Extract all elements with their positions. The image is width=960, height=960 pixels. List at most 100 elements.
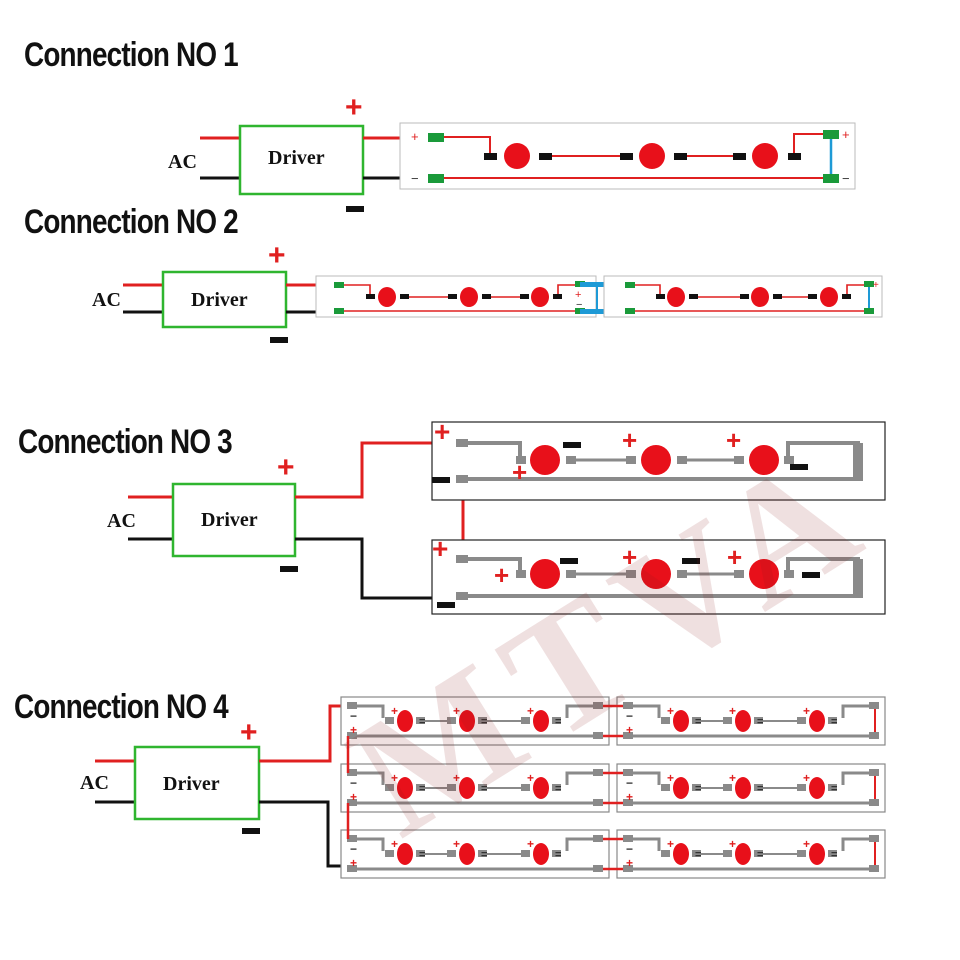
plus-sign: + xyxy=(240,716,258,749)
driver-label: Driver xyxy=(163,773,220,795)
svg-text:+: + xyxy=(626,856,633,870)
svg-text:+: + xyxy=(391,704,398,718)
svg-text:=: = xyxy=(481,849,487,861)
svg-text:−: − xyxy=(350,709,357,723)
led xyxy=(735,710,751,732)
svg-text:=: = xyxy=(481,783,487,795)
svg-text:+: + xyxy=(729,837,736,851)
svg-text:+: + xyxy=(622,425,637,455)
led xyxy=(673,777,689,799)
led xyxy=(809,710,825,732)
led xyxy=(752,143,778,169)
svg-text:+: + xyxy=(842,127,850,142)
svg-text:+: + xyxy=(803,837,810,851)
led xyxy=(397,710,413,732)
ac-label: AC xyxy=(92,289,121,311)
connection-3-diagram: AC Driver + + + + + xyxy=(107,416,886,615)
led xyxy=(530,559,560,589)
led xyxy=(820,287,838,307)
svg-text:+: + xyxy=(622,542,637,572)
minus-sign xyxy=(280,566,298,572)
connection-1-diagram: AC Driver + + − + − xyxy=(168,91,856,212)
svg-text:=: = xyxy=(555,716,561,728)
svg-text:+: + xyxy=(626,790,633,804)
svg-text:+: + xyxy=(667,704,674,718)
svg-text:=: = xyxy=(481,716,487,728)
svg-text:+: + xyxy=(512,457,527,487)
svg-text:=: = xyxy=(757,849,763,861)
svg-text:+: + xyxy=(494,560,509,590)
svg-text:+: + xyxy=(726,425,741,455)
svg-text:−: − xyxy=(350,842,357,856)
driver-box xyxy=(133,745,261,821)
svg-text:+: + xyxy=(873,280,879,291)
svg-text:+: + xyxy=(350,790,357,804)
led xyxy=(673,710,689,732)
svg-text:+: + xyxy=(350,856,357,870)
led xyxy=(735,843,751,865)
minus-sign xyxy=(270,337,288,343)
svg-text:+: + xyxy=(803,704,810,718)
led xyxy=(749,445,779,475)
led xyxy=(530,445,560,475)
svg-text:=: = xyxy=(757,783,763,795)
led xyxy=(531,287,549,307)
minus-sign xyxy=(346,206,364,212)
led-strip-segment xyxy=(315,275,597,318)
svg-text:−: − xyxy=(576,299,582,311)
svg-text:+: + xyxy=(729,704,736,718)
svg-text:−: − xyxy=(626,776,633,790)
svg-text:=: = xyxy=(831,716,837,728)
ac-label: AC xyxy=(80,772,109,794)
svg-text:=: = xyxy=(757,716,763,728)
led xyxy=(533,777,549,799)
svg-text:=: = xyxy=(419,716,425,728)
led xyxy=(749,559,779,589)
svg-text:+: + xyxy=(667,837,674,851)
led xyxy=(459,777,475,799)
plus-sign: + xyxy=(345,91,363,124)
svg-text:+: + xyxy=(350,723,357,737)
svg-text:=: = xyxy=(419,849,425,861)
heading-connection-3: Connection NO 3 xyxy=(18,423,233,461)
svg-text:+: + xyxy=(803,771,810,785)
led xyxy=(641,559,671,589)
svg-text:=: = xyxy=(831,849,837,861)
led xyxy=(459,843,475,865)
led xyxy=(533,710,549,732)
svg-text:=: = xyxy=(419,783,425,795)
led xyxy=(459,710,475,732)
svg-text:+: + xyxy=(391,837,398,851)
led xyxy=(460,287,478,307)
svg-text:+: + xyxy=(391,771,398,785)
svg-text:+: + xyxy=(729,771,736,785)
svg-text:+: + xyxy=(432,533,448,564)
led xyxy=(639,143,665,169)
svg-text:=: = xyxy=(831,783,837,795)
connection-2-diagram: AC Driver + + − + − xyxy=(92,239,883,343)
plus-sign: + xyxy=(268,239,286,272)
svg-text:+: + xyxy=(434,416,450,447)
svg-text:−: − xyxy=(350,776,357,790)
led xyxy=(397,843,413,865)
svg-text:+: + xyxy=(667,771,674,785)
svg-text:=: = xyxy=(695,783,701,795)
svg-text:+: + xyxy=(727,542,742,572)
svg-text:+: + xyxy=(527,704,534,718)
svg-text:+: + xyxy=(453,704,460,718)
svg-text:−: − xyxy=(842,171,850,186)
led xyxy=(641,445,671,475)
ac-label: AC xyxy=(168,151,197,173)
driver-label: Driver xyxy=(268,147,325,169)
svg-text:+: + xyxy=(527,771,534,785)
svg-text:+: + xyxy=(453,837,460,851)
svg-text:+: + xyxy=(453,771,460,785)
heading-connection-4: Connection NO 4 xyxy=(14,688,229,726)
plus-sign: + xyxy=(277,451,295,484)
connection-4-diagram: AC Driver + +=+=+=−++=+=+=−++=+=+=−++=+=… xyxy=(80,696,886,879)
led xyxy=(533,843,549,865)
driver-label: Driver xyxy=(201,509,258,531)
led xyxy=(809,777,825,799)
driver-label: Driver xyxy=(191,289,248,311)
